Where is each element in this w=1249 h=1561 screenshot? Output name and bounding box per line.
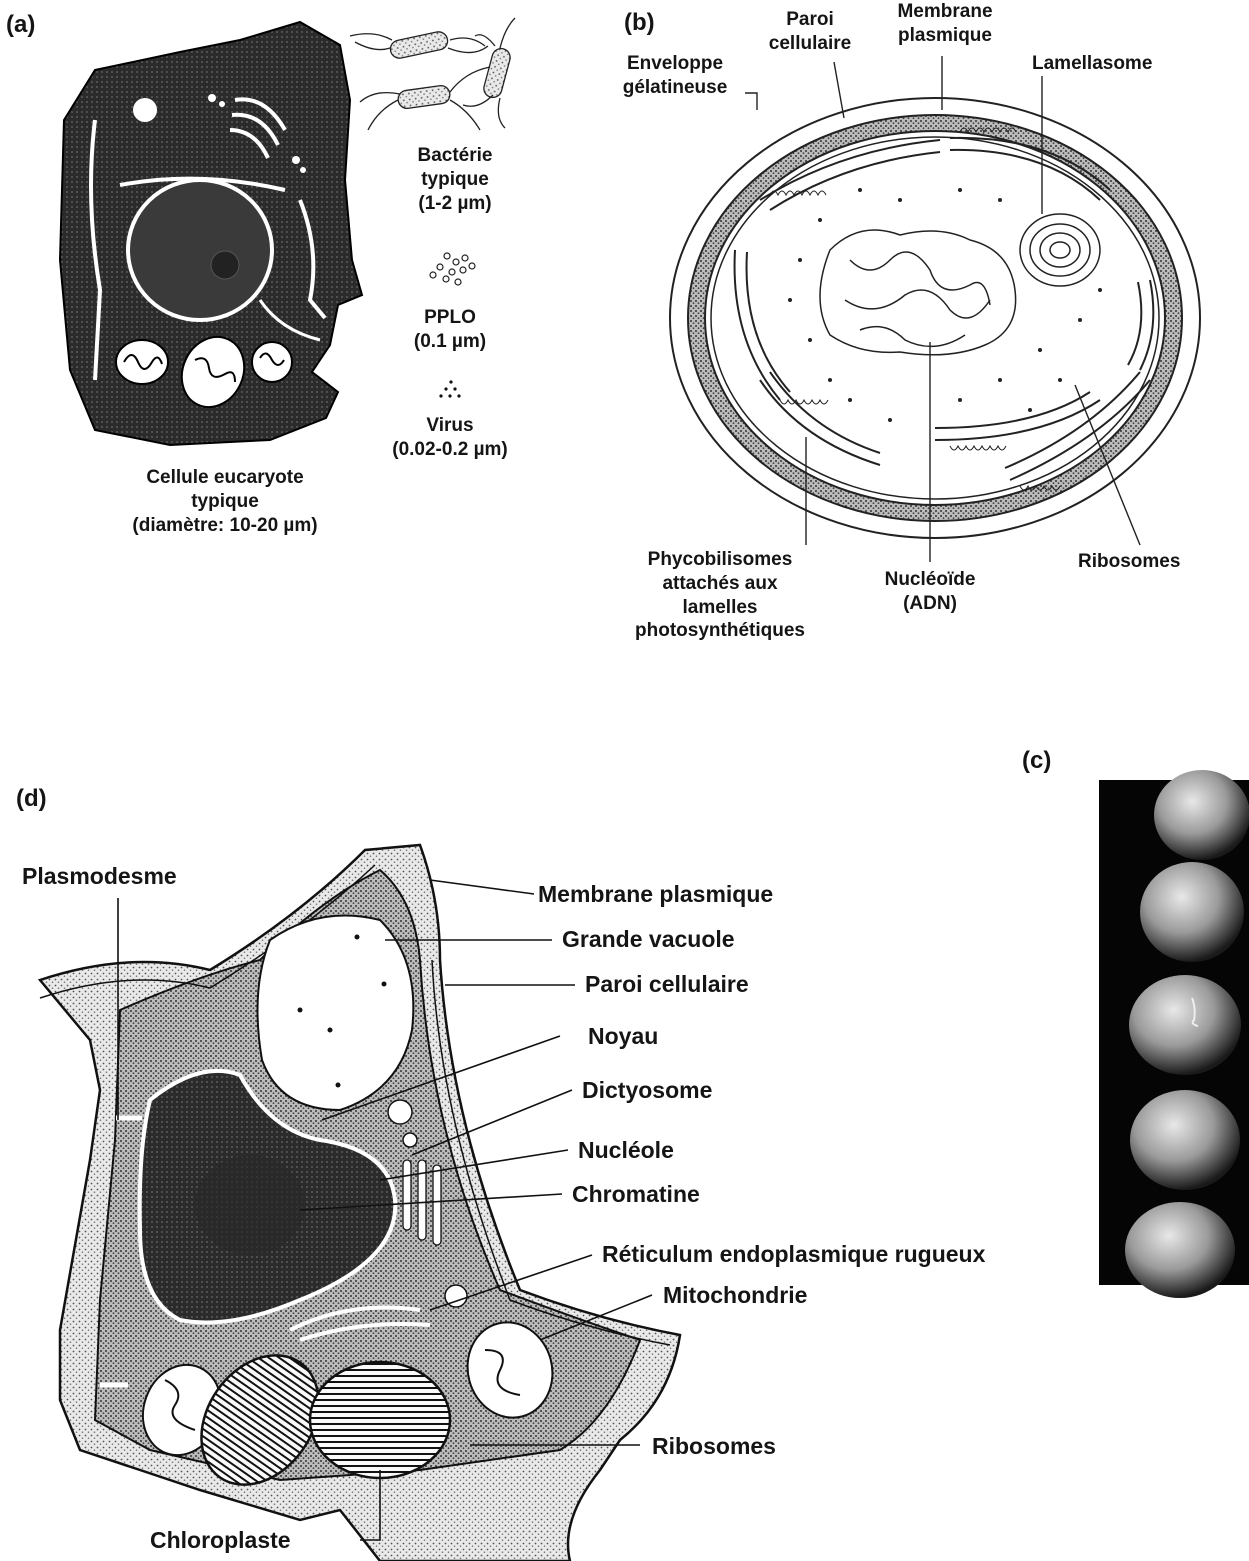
- nucleole-label: Nucléole: [578, 1136, 674, 1165]
- chloroplaste-label: Chloroplaste: [150, 1526, 291, 1555]
- cyanobacterium-drawing: [670, 98, 1200, 538]
- enveloppe-label-line-2: gélatineuse: [600, 76, 750, 100]
- ribosomes-d-label: Ribosomes: [652, 1432, 776, 1461]
- bacteria-label-line-1: Bactérie: [380, 144, 530, 168]
- pplo-drawing: [430, 253, 475, 285]
- virus-label: Virus (0.02-0.2 µm): [365, 414, 535, 462]
- paroi-label-line-2: cellulaire: [745, 32, 875, 56]
- membrane-label-line-1: Membrane: [880, 0, 1010, 24]
- panel-label-a: (a): [6, 10, 35, 40]
- reticulum-label: Réticulum endoplasmique rugueux: [602, 1240, 985, 1269]
- chromatine-label: Chromatine: [572, 1180, 700, 1209]
- phycobilisomes-label: Phycobilisomes attachés aux lamelles pho…: [605, 548, 835, 643]
- bacteria-label: Bactérie typique (1-2 µm): [380, 144, 530, 215]
- panel-label-c: (c): [1022, 746, 1051, 776]
- phycobilisomes-label-line-3: lamelles: [605, 596, 835, 620]
- paroi-label-line-1: Paroi: [745, 8, 875, 32]
- panel-label-b: (b): [624, 8, 655, 38]
- membrane-label: Membrane plasmique: [880, 0, 1010, 48]
- bacteria-label-line-3: (1-2 µm): [380, 192, 530, 216]
- paroi-label: Paroi cellulaire: [745, 8, 875, 56]
- phycobilisomes-label-line-4: photosynthétiques: [605, 619, 835, 643]
- eukaryote-label-line-3: (diamètre: 10-20 µm): [100, 514, 350, 538]
- nucleoide-label-line-1: Nucléoïde: [860, 568, 1000, 592]
- nucleoide-label: Nucléoïde (ADN): [860, 568, 1000, 616]
- eukaryote-cell-label: Cellule eucaryote typique (diamètre: 10-…: [100, 466, 350, 537]
- phycobilisomes-label-line-1: Phycobilisomes: [605, 548, 835, 572]
- membrane-label-line-2: plasmique: [880, 24, 1010, 48]
- eukaryote-label-line-1: Cellule eucaryote: [100, 466, 350, 490]
- pplo-label: PPLO (0.1 µm): [385, 306, 515, 354]
- bacteria-drawing: [350, 18, 515, 130]
- ribosomes-b-label: Ribosomes: [1078, 550, 1180, 574]
- eukaryote-label-line-2: typique: [100, 490, 350, 514]
- nucleoide-label-line-2: (ADN): [860, 592, 1000, 616]
- lamellasome-label: Lamellasome: [1032, 52, 1152, 76]
- pplo-label-line-2: (0.1 µm): [385, 330, 515, 354]
- grande-vacuole-label: Grande vacuole: [562, 925, 735, 954]
- noyau-label: Noyau: [588, 1022, 658, 1051]
- panel-label-d: (d): [16, 784, 47, 814]
- paroi-cellulaire-d-label: Paroi cellulaire: [585, 970, 749, 999]
- enveloppe-label-line-1: Enveloppe: [600, 52, 750, 76]
- virus-label-line-1: Virus: [365, 414, 535, 438]
- dictyosome-label: Dictyosome: [582, 1076, 712, 1105]
- mitochondrie-label: Mitochondrie: [663, 1281, 807, 1310]
- virus-drawing: [439, 380, 460, 397]
- plasmodesme-label: Plasmodesme: [22, 862, 177, 891]
- membrane-plasmique-d-label: Membrane plasmique: [538, 880, 773, 909]
- eukaryote-cell-drawing: [60, 22, 362, 445]
- bacteria-label-line-2: typique: [380, 168, 530, 192]
- virus-label-line-2: (0.02-0.2 µm): [365, 438, 535, 462]
- micrograph-chain: [1099, 770, 1249, 1298]
- enveloppe-label: Enveloppe gélatineuse: [600, 52, 750, 100]
- phycobilisomes-label-line-2: attachés aux: [605, 572, 835, 596]
- pplo-label-line-1: PPLO: [385, 306, 515, 330]
